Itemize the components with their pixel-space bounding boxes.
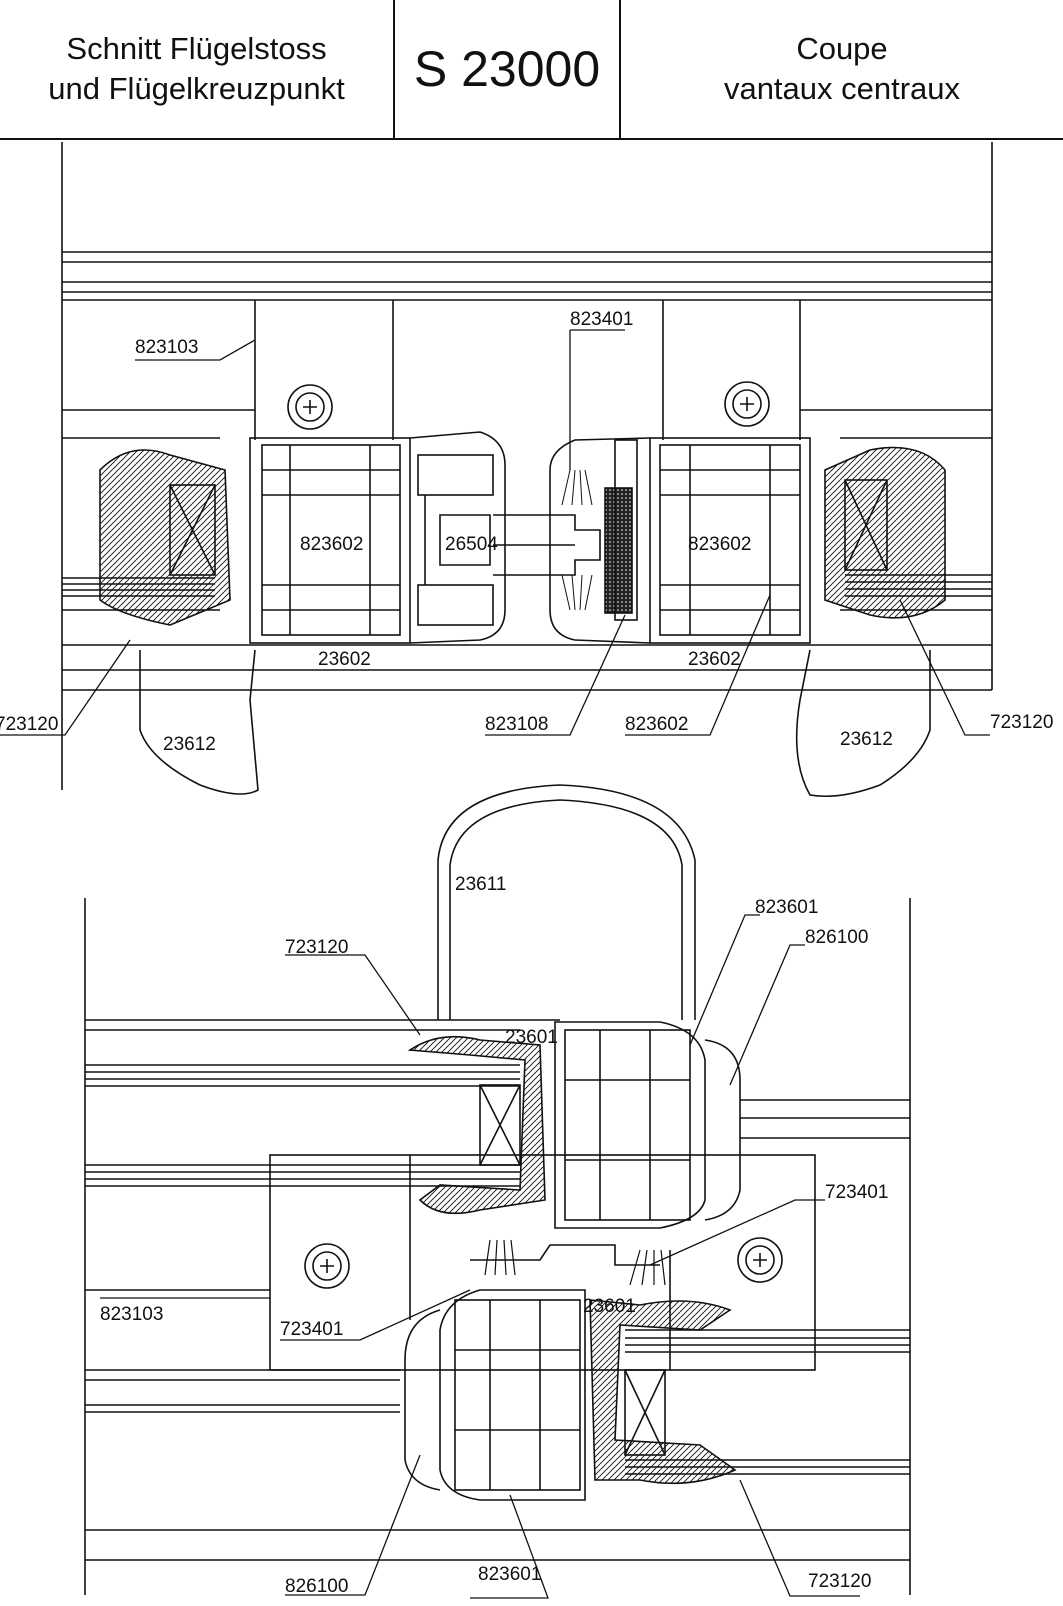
- leader-lines: [100, 914, 860, 1599]
- label-723120-bottom: 723120: [808, 1571, 871, 1592]
- mullion-cap: [437, 784, 696, 1020]
- label-823602-bottom: 823602: [625, 714, 688, 735]
- drawing-code: S 23000: [395, 0, 621, 138]
- label-723120-right: 723120: [990, 712, 1053, 733]
- label-23612-left: 23612: [163, 734, 216, 755]
- brush-seal: [484, 1239, 666, 1286]
- label-823602-right: 823602: [688, 534, 751, 555]
- label-723401-left: 723401: [280, 1319, 343, 1340]
- screw-icon: [724, 381, 770, 427]
- label-23601-top: 23601: [505, 1027, 558, 1048]
- label-823401: 823401: [570, 309, 633, 330]
- label-23612-right: 23612: [840, 729, 893, 750]
- top-section: [0, 142, 993, 798]
- bottom-section: [84, 784, 911, 1599]
- top-section-labels: 823103 823401 823602 26504 823602 23602 …: [0, 309, 1053, 755]
- gasket-strip: [604, 487, 633, 614]
- sash-profile-left: [249, 431, 506, 644]
- glazing-unit-right: [824, 437, 992, 619]
- title-french-line2: vantaux centraux: [723, 71, 961, 106]
- sash-profile-lower: [404, 1289, 586, 1501]
- screw-icon: [287, 384, 333, 430]
- title-german-line1: Schnitt Flügelstoss: [66, 31, 327, 66]
- label-23601-bottom: 23601: [583, 1296, 636, 1317]
- sash-profile-upper: [554, 1021, 741, 1229]
- label-26504: 26504: [445, 534, 498, 555]
- label-723120-top: 723120: [285, 937, 348, 958]
- label-823601-bottom: 823601: [478, 1564, 541, 1585]
- title-block: Schnitt Flügelstoss und Flügelkreuzpunkt…: [0, 0, 1063, 140]
- bottom-section-labels: 23611 823601 826100 723120 23601 723401 …: [100, 874, 888, 1597]
- title-french-line1: Coupe: [796, 31, 888, 66]
- title-german-line2: und Flügelkreuzpunkt: [48, 71, 345, 106]
- label-826100-top: 826100: [805, 927, 868, 948]
- label-723120-left: 723120: [0, 714, 58, 735]
- clip-profile-right: [795, 649, 931, 798]
- label-23611: 23611: [455, 874, 506, 895]
- brush-seal: [561, 469, 593, 611]
- leader-lines: [0, 329, 990, 736]
- label-23602-left: 23602: [318, 649, 371, 670]
- drawing-code-text: S 23000: [413, 41, 601, 97]
- label-23602-right: 23602: [688, 649, 741, 670]
- screw-icon: [304, 1243, 350, 1289]
- gasket-hatched: [589, 1299, 737, 1485]
- label-723401-right: 723401: [825, 1182, 888, 1203]
- label-823103-bottom: 823103: [100, 1304, 163, 1325]
- label-823103: 823103: [135, 337, 198, 358]
- gasket-hatched: [407, 1035, 546, 1215]
- glazing-unit-left: [62, 437, 231, 626]
- label-823601-top: 823601: [755, 897, 818, 918]
- label-823602-left: 823602: [300, 534, 363, 555]
- coupling-profile: [493, 514, 601, 576]
- screw-icon: [737, 1237, 783, 1283]
- title-german: Schnitt Flügelstoss und Flügelkreuzpunkt: [0, 0, 395, 138]
- label-823108: 823108: [485, 714, 548, 735]
- clip-profile-left: [139, 649, 259, 795]
- title-french: Coupe vantaux centraux: [621, 0, 1063, 138]
- label-826100-bottom: 826100: [285, 1576, 348, 1597]
- sash-profile-right: [549, 437, 811, 644]
